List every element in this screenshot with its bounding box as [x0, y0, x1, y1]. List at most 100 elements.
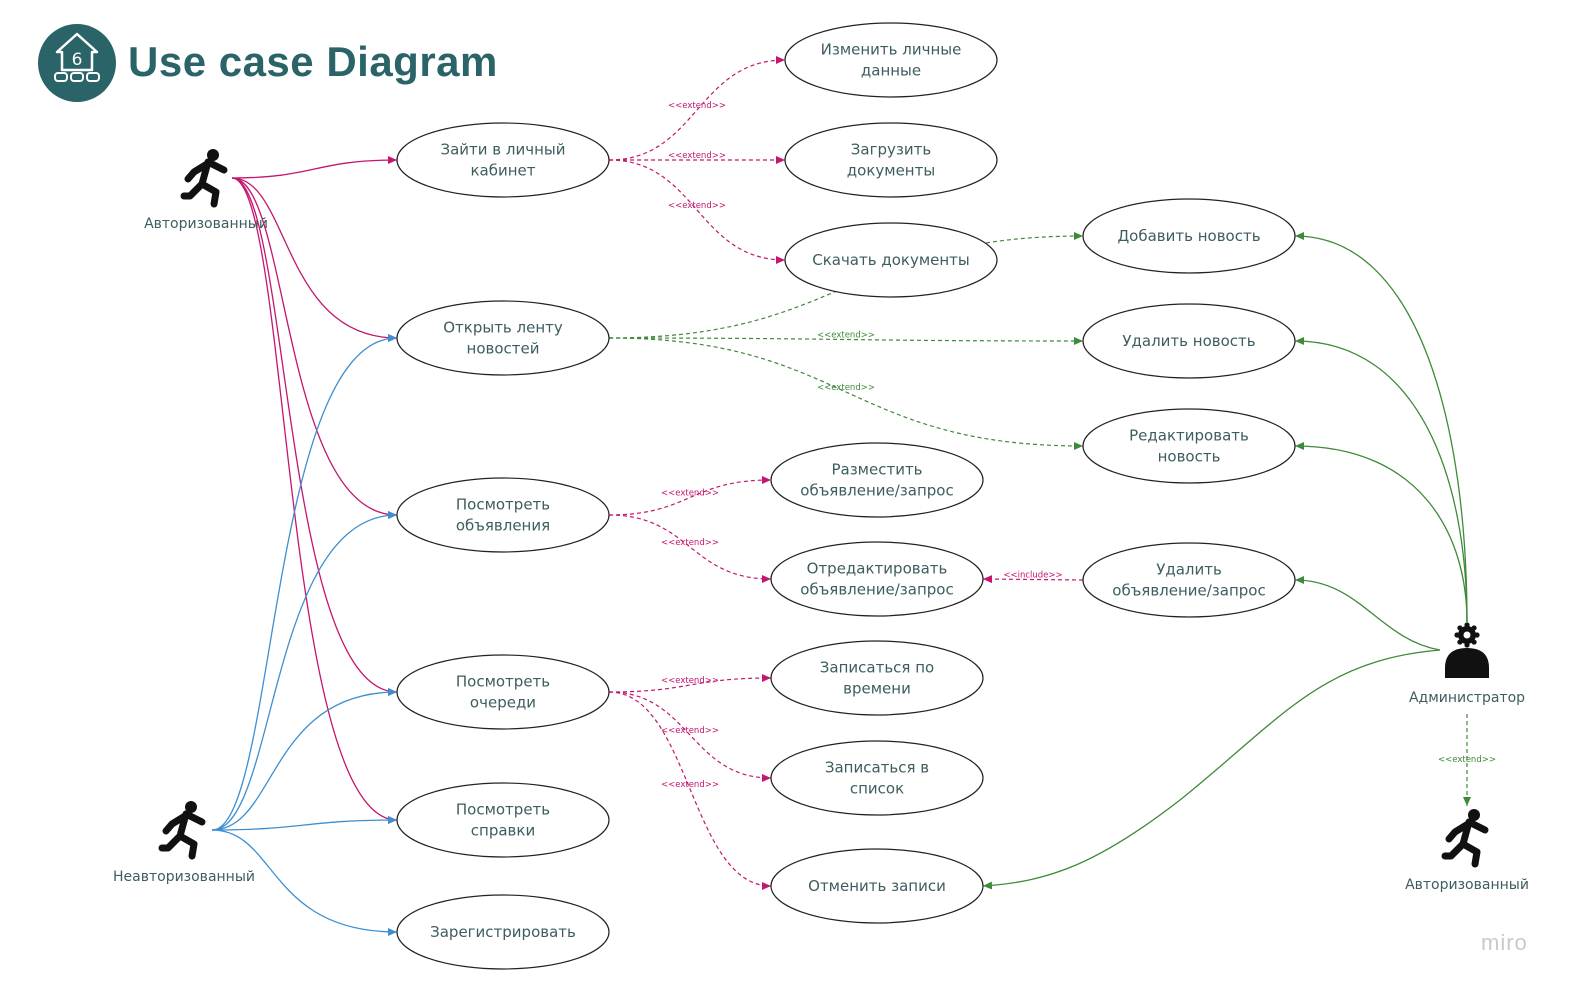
use-case-ellipse — [396, 477, 610, 553]
use-case-label: Добавить новость — [1117, 227, 1260, 245]
use-case-ellipse — [1082, 542, 1296, 618]
association-admin-delete_news — [1294, 337, 1468, 623]
relation-label: <<extend>> — [1438, 755, 1496, 765]
use-case-label: справки — [471, 822, 535, 840]
logo-number: 6 — [72, 50, 83, 70]
use-case-edit_news[interactable]: Редактировать новость — [1082, 408, 1296, 484]
actor-auth2[interactable]: Авторизованный — [1405, 809, 1529, 893]
use-case-ellipse — [770, 640, 984, 716]
use-case-label: Отменить записи — [808, 877, 946, 895]
relation-label: <<include>> — [1003, 571, 1062, 581]
association-unauth-certs — [211, 816, 398, 831]
use-case-edit_ad[interactable]: Отредактировать объявление/запрос — [770, 541, 984, 617]
use-case-ellipse — [784, 22, 998, 98]
relation-ads-post_ad — [608, 476, 772, 516]
use-case-label: список — [850, 780, 904, 798]
use-case-ellipse — [1082, 303, 1296, 379]
association-lines — [211, 156, 1468, 936]
relation-label: <<extend>> — [661, 676, 719, 686]
use-case-ellipse — [770, 740, 984, 816]
relation-news-delete_news — [608, 336, 1084, 345]
use-case-label: Изменить личные — [821, 41, 962, 59]
association-unauth-news — [211, 334, 398, 831]
relation-label: <<extend>> — [817, 331, 875, 341]
use-case-label: Удалить — [1156, 561, 1222, 579]
use-case-label: Загрузить — [851, 141, 931, 159]
use-case-ellipse — [770, 541, 984, 617]
use-case-label: времени — [843, 680, 911, 698]
use-case-delete_news[interactable]: Удалить новость — [1082, 303, 1296, 379]
running-person-icon — [158, 801, 206, 860]
relation-label: <<extend>> — [661, 726, 719, 736]
use-case-download_docs[interactable]: Скачать документы — [784, 222, 998, 298]
relation-queues-book_list — [608, 691, 772, 782]
use-case-book_time[interactable]: Записаться по времени — [770, 640, 984, 716]
use-case-label: Посмотреть — [456, 496, 550, 514]
use-case-add_news[interactable]: Добавить новость — [1082, 198, 1296, 274]
use-case-ellipse — [784, 122, 998, 198]
association-auth-ads — [231, 177, 398, 519]
relationship-lines: <<extend>> <<extend>> <<extend>> <<extend>>… — [608, 56, 1496, 890]
use-case-upload_docs[interactable]: Загрузить документы — [784, 122, 998, 198]
use-case-post_ad[interactable]: Разместить объявление/запрос — [770, 442, 984, 518]
relation-label: <<extend>> — [661, 780, 719, 790]
relation-label: <<extend>> — [668, 151, 726, 161]
relation-label: <<extend>> — [817, 383, 875, 393]
association-auth-news — [231, 177, 398, 342]
use-case-ellipse — [770, 442, 984, 518]
relation-news-edit_news — [608, 337, 1084, 450]
admin-person-gear-icon — [1445, 622, 1489, 678]
use-case-label: новость — [1158, 448, 1221, 466]
actor-auth[interactable]: Авторизованный — [144, 149, 268, 232]
use-case-ellipse — [396, 654, 610, 730]
relation-label: <<extend>> — [661, 489, 719, 499]
use-case-ellipse — [1082, 408, 1296, 484]
association-admin-delete_ad — [1294, 576, 1441, 651]
page-title: Use case Diagram — [128, 38, 498, 85]
association-auth-certs — [231, 177, 398, 824]
use-case-cancel_booking[interactable]: Отменить записи — [770, 848, 984, 924]
relation-login-download_docs — [608, 159, 786, 264]
use-case-ads[interactable]: Посмотреть объявления — [396, 477, 610, 553]
use-case-label: Зарегистрировать — [430, 923, 576, 941]
actor-unauth[interactable]: Неавторизованный — [113, 801, 255, 885]
logo-icon: 6 — [38, 24, 116, 102]
use-case-label: Редактировать — [1129, 427, 1249, 445]
miro-watermark: miro — [1481, 930, 1528, 955]
use-case-label: Разместить — [831, 461, 922, 479]
use-case-label: новостей — [467, 340, 540, 358]
relation-label: <<extend>> — [661, 538, 719, 548]
use-case-label: Посмотреть — [456, 801, 550, 819]
association-auth-queues — [231, 177, 398, 696]
use-case-label: объявление/запрос — [800, 482, 953, 500]
use-case-ellipse — [770, 848, 984, 924]
use-case-label: очереди — [470, 694, 536, 712]
use-case-label: Отредактировать — [807, 560, 948, 578]
use-case-label: кабинет — [470, 162, 535, 180]
actor-label: Авторизованный — [144, 216, 268, 232]
relation-delete_ad-edit_ad — [982, 575, 1084, 584]
use-case-label: Записаться по — [820, 659, 934, 677]
running-person-icon — [1441, 809, 1489, 868]
actor-label: Неавторизованный — [113, 869, 255, 885]
use-case-ellipse — [396, 122, 610, 198]
use-case-label: документы — [847, 162, 935, 180]
association-admin-edit_news — [1294, 442, 1468, 623]
use-case-label: Удалить новость — [1122, 332, 1255, 350]
association-unauth-register — [211, 829, 398, 936]
actor-admin[interactable]: Администратор — [1409, 622, 1525, 706]
use-case-ellipse — [396, 300, 610, 376]
use-case-ellipse — [784, 222, 998, 298]
use-case-label: объявления — [456, 517, 550, 535]
use-case-label: объявление/запрос — [800, 581, 953, 599]
association-unauth-queues — [211, 688, 398, 831]
use-case-certs[interactable]: Посмотреть справки — [396, 782, 610, 858]
use-case-register[interactable]: Зарегистрировать — [396, 894, 610, 970]
